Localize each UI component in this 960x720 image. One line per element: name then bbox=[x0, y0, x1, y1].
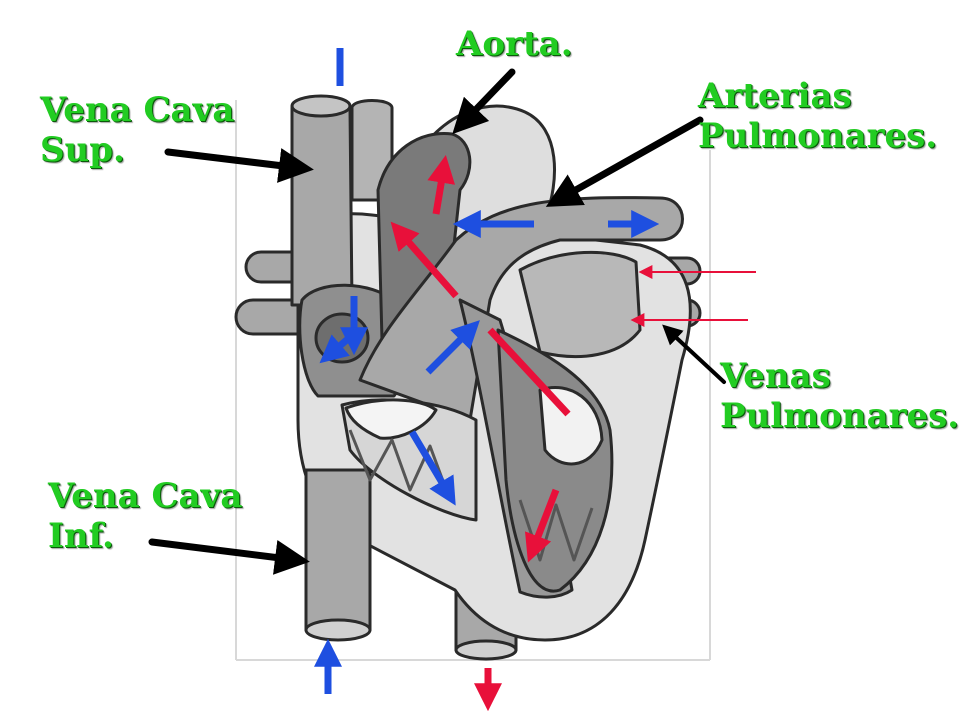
flow-blue-rv-up bbox=[425, 320, 480, 375]
inferior-vena-cava-opening bbox=[304, 618, 372, 642]
label-inferior-vena-cava-line1: Vena Cava bbox=[48, 476, 243, 516]
papillary-muscles-right bbox=[348, 429, 452, 501]
label-pulmonary-arteries-line1: Arterias bbox=[698, 76, 852, 116]
label-superior-vena-cava-line1: Vena Cava bbox=[40, 90, 235, 130]
label-superior-vena-cava: Vena Cava Sup. bbox=[40, 90, 234, 170]
pulmonary-vein-inflow-arrows bbox=[630, 265, 756, 327]
pointer-inferior-vena-cava bbox=[148, 538, 310, 575]
label-pulmonary-arteries-line2: Pulmonares. bbox=[698, 116, 938, 156]
label-pulmonary-veins-line1: Venas bbox=[720, 356, 831, 396]
label-aorta: Aorta. bbox=[456, 24, 573, 64]
pulmonary-trunk bbox=[358, 196, 684, 422]
label-pulmonary-veins-line2: Pulmonares. bbox=[720, 396, 960, 436]
flow-red-lv-down bbox=[525, 488, 560, 563]
pointer-pulmonary-veins bbox=[662, 324, 726, 384]
descending-aorta-opening bbox=[454, 639, 518, 661]
flow-blue-ra-diag bbox=[319, 329, 359, 364]
flow-red-lv-septum bbox=[487, 327, 571, 417]
tricuspid-valve bbox=[344, 398, 438, 440]
pointer-arrows bbox=[148, 68, 726, 575]
pointer-aorta bbox=[452, 68, 516, 135]
pointer-pulmonary-arteries bbox=[545, 116, 704, 207]
label-inferior-vena-cava: Vena Cava Inf. bbox=[48, 476, 242, 556]
pointer-superior-vena-cava bbox=[164, 148, 314, 183]
flow-red-aorta-diag bbox=[390, 221, 459, 299]
left-atrium bbox=[518, 250, 642, 359]
label-pulmonary-veins: Venas Pulmonares. bbox=[720, 356, 959, 436]
label-superior-vena-cava-line2: Sup. bbox=[40, 130, 125, 170]
inferior-vena-cava bbox=[304, 468, 372, 632]
superior-vena-cava bbox=[290, 96, 354, 307]
flow-blue-rv-down bbox=[408, 430, 456, 506]
oxygenated-flow-arrows bbox=[390, 154, 571, 712]
heart-illustration bbox=[234, 94, 702, 661]
superior-vena-cava-top bbox=[290, 94, 352, 118]
label-pulmonary-arteries: Arterias Pulmonares. bbox=[698, 76, 937, 156]
label-inferior-vena-cava-line2: Inf. bbox=[48, 516, 114, 556]
flow-red-aorta-up bbox=[427, 154, 456, 215]
mitral-valve bbox=[538, 385, 604, 466]
deoxygenated-flow-arrows bbox=[314, 48, 660, 694]
label-aorta-line: Aorta. bbox=[456, 24, 573, 64]
tricuspid-opening bbox=[314, 312, 370, 364]
